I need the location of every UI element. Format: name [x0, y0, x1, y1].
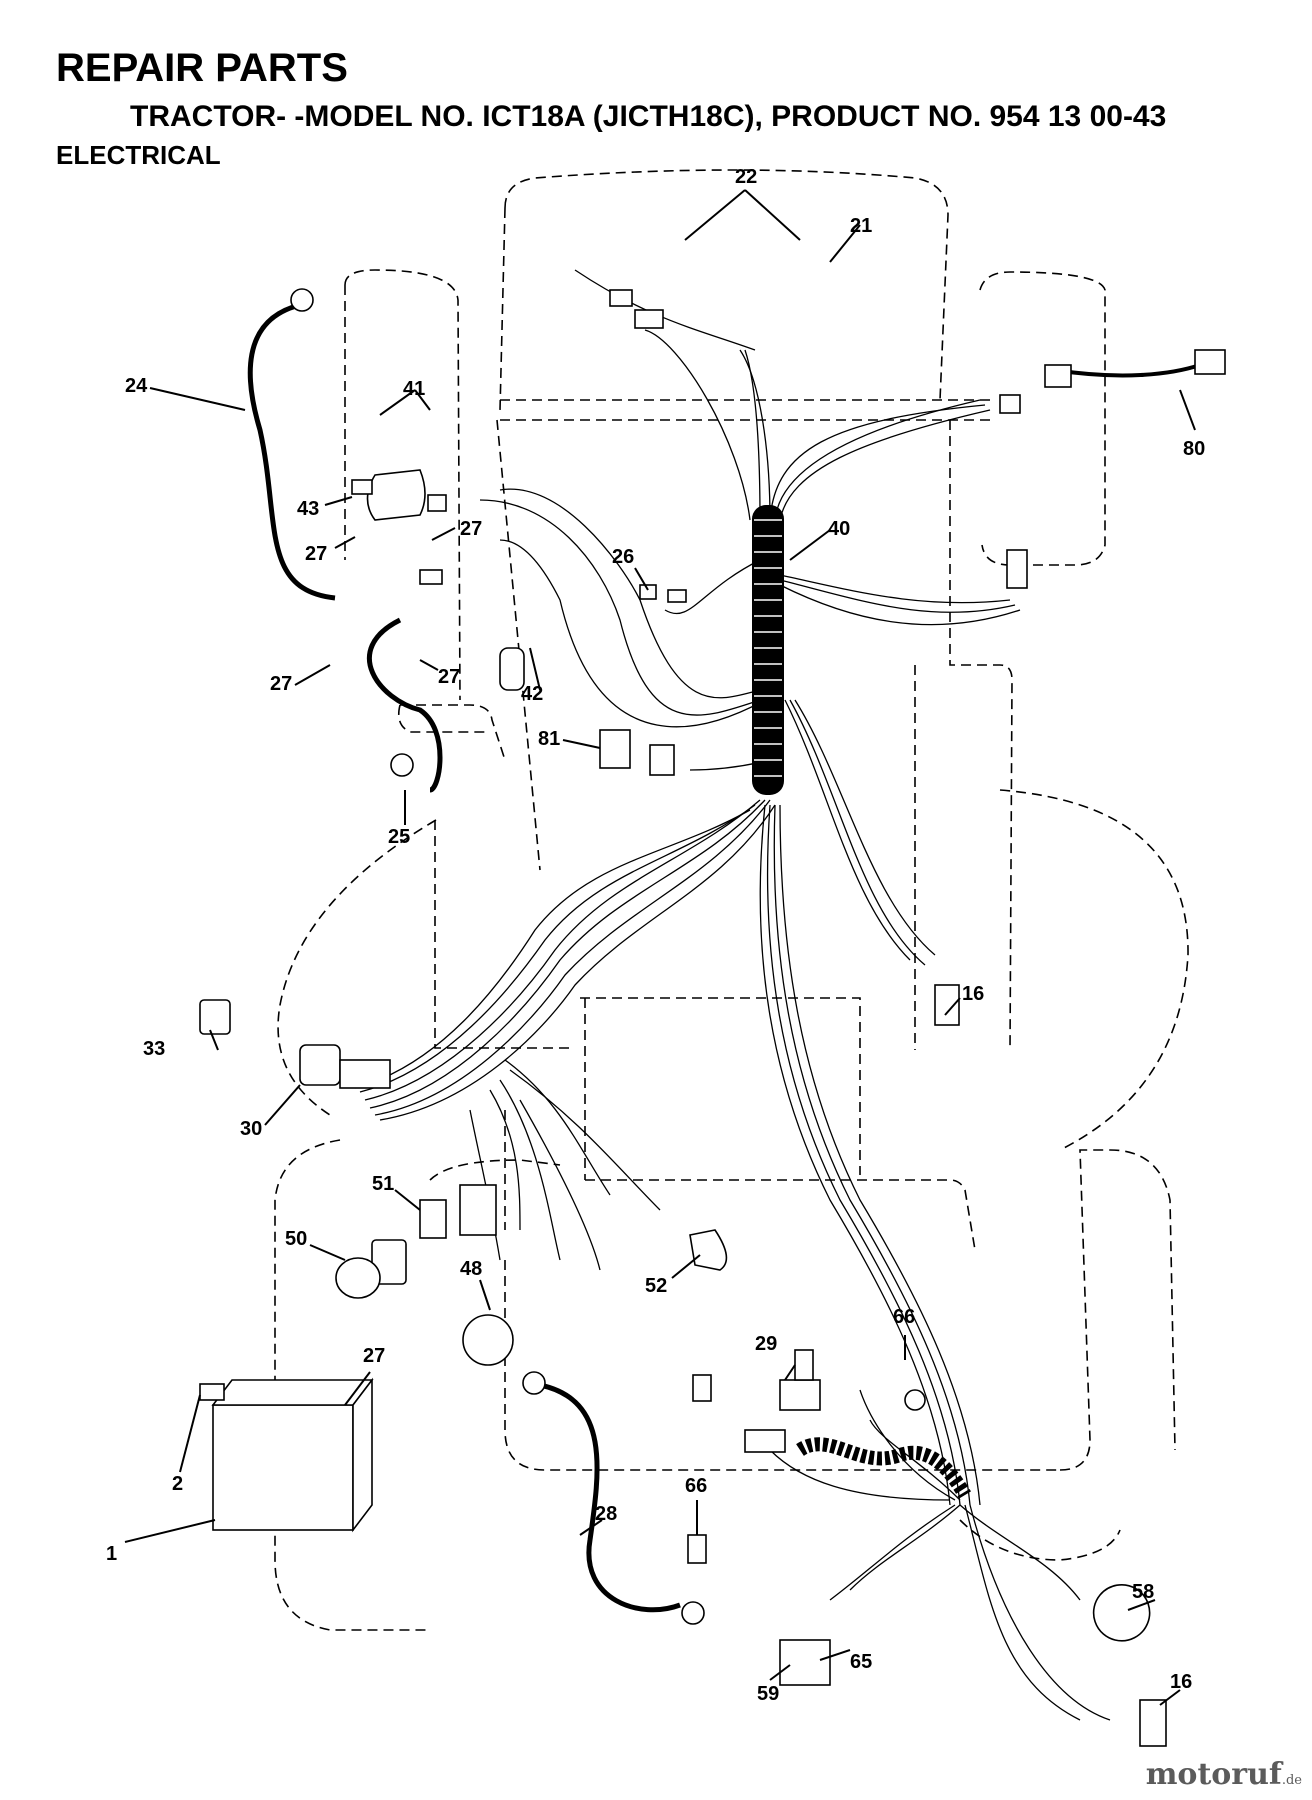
- callout-66a: 66: [893, 1306, 915, 1328]
- callout-labels: 22 21 24 41 80 43 27 27 40 26 27 27 42 8…: [106, 166, 1205, 1705]
- model-subtitle: TRACTOR- -MODEL NO. ICT18A (JICTH18C), P…: [130, 100, 1167, 133]
- solenoid-mount-b: [427, 494, 447, 512]
- callout-29: 29: [755, 1333, 777, 1355]
- callout-16b: 16: [1170, 1671, 1192, 1693]
- callout-30: 30: [240, 1118, 262, 1140]
- battery-cables: [247, 302, 1201, 1613]
- lamp-48: [462, 1314, 514, 1366]
- ignition-connector: [339, 1059, 391, 1089]
- ring-terminal-29: [904, 1389, 926, 1411]
- connector-g: [609, 289, 633, 307]
- callout-27b: 27: [305, 543, 327, 565]
- harness-wires: [354, 269, 1111, 1721]
- callout-27c: 27: [270, 673, 292, 695]
- connector-e: [999, 394, 1021, 414]
- connector-80b: [1194, 349, 1226, 375]
- coiled-wire: [796, 1437, 972, 1499]
- corrugated-conduit: [752, 505, 784, 795]
- callout-26: 26: [612, 546, 634, 568]
- callout-52: 52: [645, 1275, 667, 1297]
- callout-27e: 27: [363, 1345, 385, 1367]
- callout-27a: 27: [460, 518, 482, 540]
- boot-42: [499, 647, 525, 691]
- lamp-52: [689, 1229, 728, 1271]
- callout-80: 80: [1183, 438, 1205, 460]
- wiring-harness: [354, 269, 1111, 1721]
- connector-f: [1006, 549, 1028, 589]
- components: [199, 288, 1226, 1747]
- connector-80: [1044, 364, 1072, 388]
- callout-2: 2: [172, 1473, 183, 1495]
- screw-66a: [692, 1374, 712, 1402]
- relay-81b: [649, 744, 675, 776]
- hour-meter-58: [1092, 1584, 1151, 1642]
- section-label: ELECTRICAL: [56, 140, 221, 170]
- callout-41: 41: [403, 378, 425, 400]
- screw-66b: [687, 1534, 707, 1564]
- callout-28: 28: [595, 1503, 617, 1525]
- solenoid: [366, 469, 426, 521]
- ring-terminal-28: [522, 1371, 546, 1395]
- solenoid-mount: [351, 479, 373, 495]
- callout-51: 51: [372, 1173, 394, 1195]
- callout-1: 1: [106, 1543, 117, 1565]
- fuse-26b: [667, 589, 687, 603]
- callout-42: 42: [521, 683, 543, 705]
- conduit-ribs: [754, 519, 782, 777]
- switch-16a: [934, 984, 960, 1026]
- battery-1: [212, 1404, 354, 1531]
- callout-33: 33: [143, 1038, 165, 1060]
- callout-58: 58: [1132, 1581, 1154, 1603]
- callout-59: 59: [757, 1683, 779, 1705]
- connector-h: [634, 309, 664, 329]
- page-title: REPAIR PARTS: [56, 46, 348, 90]
- switch-block: [459, 1184, 497, 1236]
- callout-66b: 66: [685, 1475, 707, 1497]
- fuse-26: [639, 584, 657, 600]
- callout-81: 81: [538, 728, 560, 750]
- switch-16b: [1139, 1699, 1167, 1747]
- ring-terminal-24: [290, 288, 314, 312]
- knob-50: [335, 1257, 381, 1299]
- ring-terminal-25: [390, 753, 414, 777]
- relay-81: [599, 729, 631, 769]
- callout-40: 40: [828, 518, 850, 540]
- switch-29: [779, 1379, 821, 1411]
- ring-washer: [419, 569, 443, 585]
- callout-27d: 27: [438, 666, 460, 688]
- callout-43: 43: [297, 498, 319, 520]
- key-33: [199, 999, 231, 1035]
- callout-50: 50: [285, 1228, 307, 1250]
- bolt-2: [199, 1383, 225, 1401]
- bracket-59: [779, 1639, 831, 1686]
- leader-lines: [124, 189, 1196, 1706]
- connector-29: [744, 1429, 786, 1453]
- callout-25: 25: [388, 826, 410, 848]
- callout-22: 22: [735, 166, 757, 188]
- callout-24: 24: [125, 375, 148, 397]
- watermark-text: motoruf: [1145, 1757, 1282, 1792]
- ignition-switch-30: [299, 1044, 341, 1086]
- ring-terminal-28b: [681, 1601, 705, 1625]
- switch-29-cap: [794, 1349, 814, 1381]
- callout-16a: 16: [962, 983, 984, 1005]
- battery-side: [352, 1377, 373, 1533]
- callout-65: 65: [850, 1651, 872, 1673]
- callout-21: 21: [850, 215, 872, 237]
- watermark-suffix: .de: [1281, 1773, 1302, 1788]
- switch-51: [419, 1199, 447, 1239]
- callout-48: 48: [460, 1258, 482, 1280]
- watermark-logo: motoruf.de: [1146, 1757, 1302, 1792]
